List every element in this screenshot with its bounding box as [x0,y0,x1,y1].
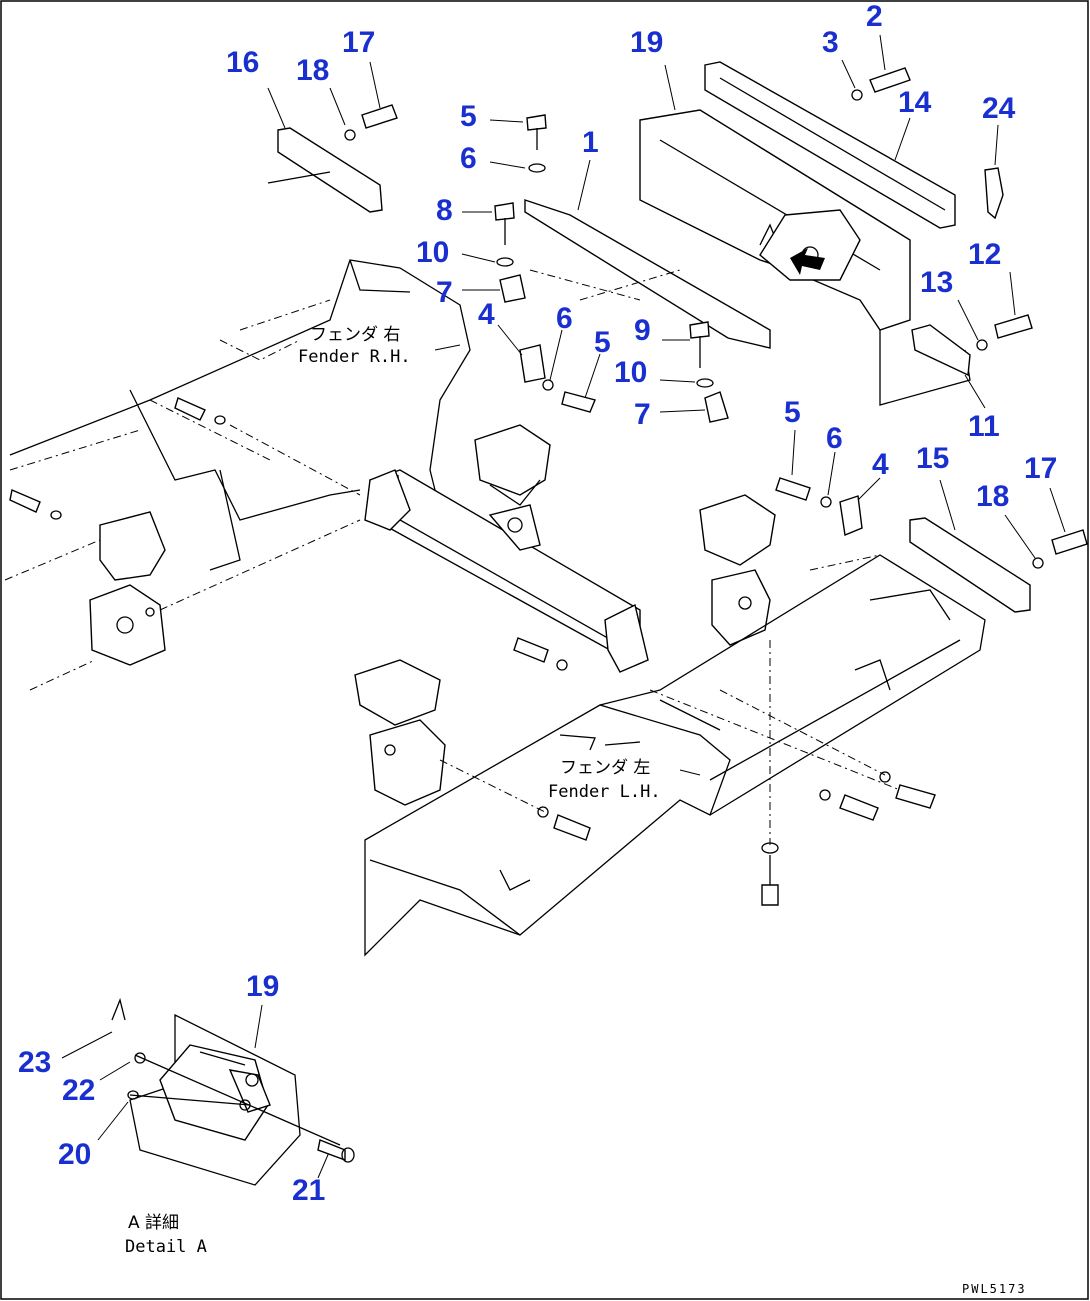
fender-left-frame [364,554,986,957]
callout-2: 2 [866,0,883,33]
arrow-icon [790,248,825,275]
bar-14 [704,61,956,229]
callout-14: 14 [898,86,932,119]
callout-5-middle: 5 [594,326,611,359]
clip-7-lower [704,391,729,423]
guard-19 [639,109,971,406]
callout-18-upper: 18 [296,54,329,87]
callout-5-top: 5 [460,100,477,133]
fender-left-jp-label: フェンダ 左 [560,758,650,778]
fender-left-en-label: Fender L.H. [548,782,661,802]
fender-right-en-label: Fender R.H. [298,347,411,367]
callout-19-detail: 19 [246,970,279,1003]
bar-16 [267,104,398,213]
bolts-upper [494,114,714,413]
bar-15 [909,517,1088,613]
callout-6-top: 6 [460,142,477,175]
bolts-top-right [851,67,1033,351]
callout-17-upper: 17 [342,26,375,59]
detail-jp-label: A 詳細 [128,1213,179,1233]
callout-8: 8 [436,194,453,227]
bracket-1 [524,199,771,349]
fender-labels: フェンダ 右 Fender R.H. フェンダ 左 Fender L.H. A … [125,325,1027,1296]
callout-10-upper: 10 [416,236,449,269]
callout-4-right: 4 [872,448,889,481]
detail-en-label: Detail A [125,1237,207,1257]
callout-4-left: 4 [478,298,495,331]
callout-3: 3 [822,26,839,59]
part-callouts: 16 18 17 19 3 2 14 24 5 6 1 8 10 7 4 6 5… [18,0,1057,1207]
callout-7-lower: 7 [634,398,651,431]
fender-right-frame [4,259,471,691]
callout-6-right: 6 [826,422,843,455]
callout-18-lower: 18 [976,480,1009,513]
callout-13: 13 [920,266,953,299]
mounts-right [354,494,776,806]
callout-6-middle: 6 [556,302,573,335]
callout-23: 23 [18,1046,51,1079]
callout-17-lower: 17 [1024,452,1057,485]
callout-19-main: 19 [630,26,663,59]
bolts-right-center [513,477,936,906]
callout-22: 22 [62,1074,95,1107]
callout-9: 9 [634,314,651,347]
clip-7-upper [499,274,526,303]
callout-5-right: 5 [784,396,801,429]
bracket-4-left [519,344,546,383]
cross-tube [364,469,649,673]
callout-24: 24 [982,92,1016,125]
callout-20: 20 [58,1138,91,1171]
mount-center-top [474,424,551,506]
bolts-left [9,397,226,520]
callout-15: 15 [916,442,949,475]
figure-code: PWL5173 [962,1282,1027,1296]
callout-7-upper: 7 [436,276,453,309]
leader-lines [61,34,1066,1179]
callout-11: 11 [968,410,1000,443]
mounting-brackets [499,199,771,423]
plate-11 [911,324,971,377]
callout-1: 1 [582,126,599,159]
callout-12: 12 [968,238,1001,271]
callout-10-lower: 10 [614,356,647,389]
mount-left [89,511,166,666]
callout-21: 21 [292,1174,325,1207]
clip-24 [984,167,1004,220]
callout-16: 16 [226,46,259,79]
fender-right-jp-label: フェンダ 右 [310,325,400,345]
detail-a [111,997,355,1186]
